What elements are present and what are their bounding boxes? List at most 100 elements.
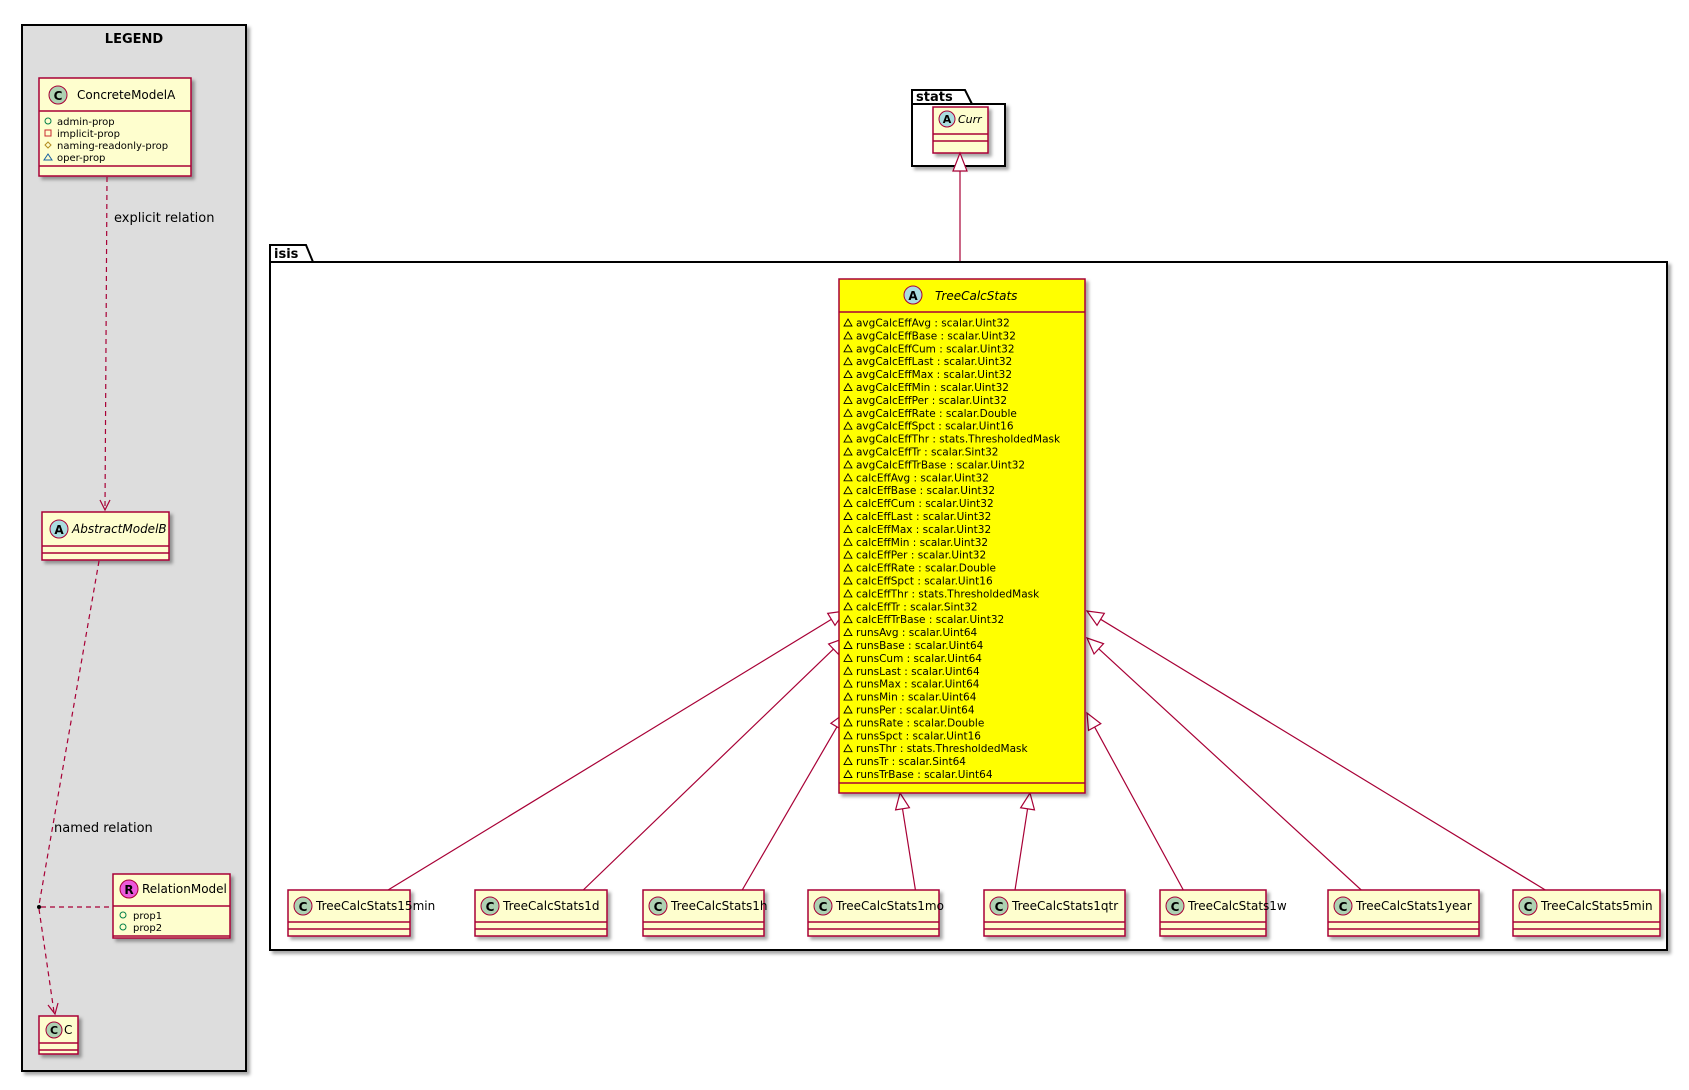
class-name: TreeCalcStats1mo [835,899,944,913]
class-name: AbstractModelB [71,522,167,536]
legend-title: LEGEND [105,32,164,47]
class-abstract-model-b[interactable]: A AbstractModelB [41,511,170,561]
visibility-package-icon [843,485,853,495]
class-curr[interactable]: A Curr [932,106,989,154]
visibility-package-icon [843,318,853,327]
stereotype-badge-class [480,896,500,916]
property: prop1 [133,911,162,922]
stereotype-letter: C [1171,900,1180,914]
class-treecalcstats15min[interactable]: C TreeCalcStats15min [287,889,435,937]
stereotype-letter: C [1339,900,1348,914]
stereotype-letter: A [54,523,64,537]
class-treecalcstats1year[interactable]: C TreeCalcStats1year [1327,889,1480,937]
class-field: avgCalcEffCum : scalar.Uint32 [856,343,1015,355]
class-field: runsMax : scalar.Uint64 [856,679,980,691]
stereotype-letter: C [299,900,308,914]
class-field: avgCalcEffMax : scalar.Uint32 [856,369,1012,381]
class-name: TreeCalcStats1w [1187,899,1287,913]
visibility-package-icon [43,153,53,161]
stereotype-badge-class [648,896,668,916]
visibility-package-icon [843,614,853,624]
stereotype-badge-class [293,896,313,916]
class-field: calcEffTr : scalar.Sint32 [856,601,978,613]
class-field: calcEffAvg : scalar.Uint32 [856,472,989,484]
visibility-private-icon [44,129,52,137]
class-treecalcstats1w[interactable]: C TreeCalcStats1w [1159,889,1287,937]
visibility-package-icon [843,434,853,443]
stereotype-letter: C [486,900,495,914]
class-field: avgCalcEffSpct : scalar.Uint16 [856,421,1014,433]
edge-inherit-curr [952,151,968,279]
visibility-package-icon [843,459,853,469]
stereotype-badge-class [1518,896,1538,916]
class-concrete-model-a[interactable]: C ConcreteModelA admin-prop implicit-pro… [38,77,192,177]
stereotype-letter: A [908,289,918,303]
class-field: calcEffTrBase : scalar.Uint32 [856,614,1004,626]
visibility-protected-icon [44,141,52,149]
visibility-package-icon [843,356,853,366]
stereotype-badge-class [1165,896,1185,916]
class-field: calcEffMax : scalar.Uint32 [856,524,991,536]
edge-inherit-treecalcstats1year [1085,636,1362,891]
edge-named-relation: named relation [37,560,153,1016]
stereotype-letter: C [819,900,828,914]
class-treecalcstats1mo[interactable]: C TreeCalcStats1mo [807,889,944,937]
visibility-package-icon [843,343,853,353]
class-tree-calc-stats[interactable]: A TreeCalcStats avgCalcEffAvg : scalar.U… [838,278,1086,794]
visibility-package-icon [843,679,853,688]
visibility-package-icon [843,369,853,379]
edge-label: explicit relation [114,211,214,226]
class-name: TreeCalcStats1qtr [1011,899,1118,913]
visibility-package-icon [843,537,853,546]
property: oper-prop [57,153,105,164]
visibility-package-icon [843,769,853,778]
visibility-package-icon [843,524,853,533]
property: naming-readonly-prop [57,141,168,152]
class-name: TreeCalcStats5min [1540,899,1653,913]
visibility-package-icon [843,576,853,585]
stereotype-letter: C [1524,900,1533,914]
class-treecalcstats1d[interactable]: C TreeCalcStats1d [474,889,608,937]
class-field: runsRate : scalar.Double [856,717,984,729]
class-field: runsCum : scalar.Uint64 [856,653,982,665]
class-field: calcEffSpct : scalar.Uint16 [856,576,993,588]
class-field: runsTrBase : scalar.Uint64 [856,769,993,781]
class-treecalcstats5min[interactable]: C TreeCalcStats5min [1512,889,1661,937]
class-field: runsMin : scalar.Uint64 [856,692,977,704]
class-name: TreeCalcStats1h [670,899,768,913]
class-relation-model[interactable]: R RelationModel prop1 prop2 [112,873,231,939]
class-c[interactable]: C C [38,1015,79,1055]
edge-inherit-treecalcstats1qtr [1014,791,1036,891]
class-field: calcEffBase : scalar.Uint32 [856,485,995,497]
stereotype-badge-class [989,896,1009,916]
class-name: TreeCalcStats1year [1355,899,1472,913]
class-field: runsThr : stats.ThresholdedMask [856,743,1028,755]
visibility-package-icon [843,666,853,675]
class-name: TreeCalcStats1d [502,899,600,913]
class-name: TreeCalcStats15min [315,899,435,913]
class-field: avgCalcEffAvg : scalar.Uint32 [856,318,1010,330]
class-name: Curr [958,113,983,126]
property: admin-prop [57,117,115,128]
stereotype-letter: C [54,89,63,103]
class-name: C [64,1023,72,1037]
class-field: calcEffMin : scalar.Uint32 [856,537,988,549]
visibility-package-icon [843,756,853,766]
edge-inherit-treecalcstats1w [1086,711,1184,891]
class-field: runsBase : scalar.Uint64 [856,640,984,652]
visibility-package-icon [843,330,853,340]
visibility-package-icon [843,395,853,404]
edge-inherit-treecalcstats5min [1085,610,1546,891]
stereotype-badge-class [813,896,833,916]
edge-explicit-relation: explicit relation [99,176,214,512]
class-field: calcEffLast : scalar.Uint32 [856,511,991,523]
stereotype-badge-abstract [49,519,69,539]
class-field: calcEffPer : scalar.Uint32 [856,550,986,562]
visibility-package-icon [843,692,853,701]
visibility-package-icon [843,421,853,430]
visibility-package-icon [843,550,853,559]
